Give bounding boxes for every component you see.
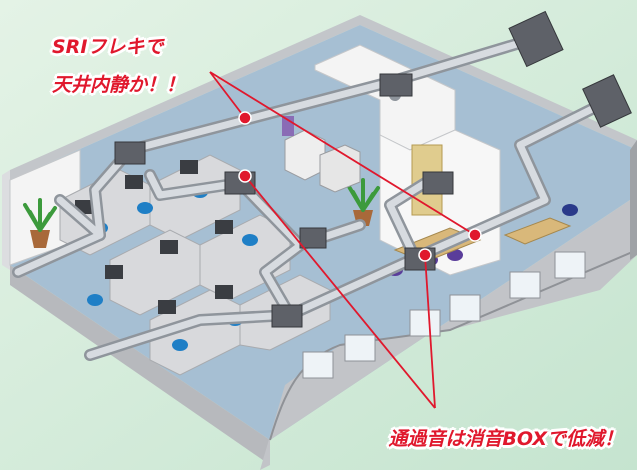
plants	[23, 178, 380, 248]
leader-line-2a	[244, 175, 436, 409]
leader-line-1a	[209, 71, 246, 119]
leader-line-2b	[424, 254, 436, 409]
callout-flexible-duct-line-1: SRIフレキで	[52, 36, 164, 58]
point-duct-right	[468, 228, 482, 242]
callout-silencer-box: 通過音は消音BOXで低減！	[388, 428, 623, 450]
leader-points	[238, 111, 482, 262]
leader-lines	[209, 71, 476, 409]
front-wall	[10, 265, 270, 465]
front-right-wall	[260, 200, 637, 470]
desk-right	[503, 217, 572, 245]
point-box-upper	[238, 169, 252, 183]
right-wall	[630, 140, 637, 260]
windows	[302, 251, 586, 379]
printers	[282, 116, 361, 193]
left-wall	[2, 170, 10, 270]
ducts-highlight	[14, 36, 614, 359]
leader-line-1b	[209, 71, 476, 236]
callout-flexible-duct-line-2: 天井内静か！！	[52, 74, 186, 96]
silencer-boxes	[114, 10, 632, 328]
point-box-lower	[418, 248, 432, 262]
curved-wall-edge	[269, 249, 637, 441]
point-duct-top	[238, 111, 252, 125]
